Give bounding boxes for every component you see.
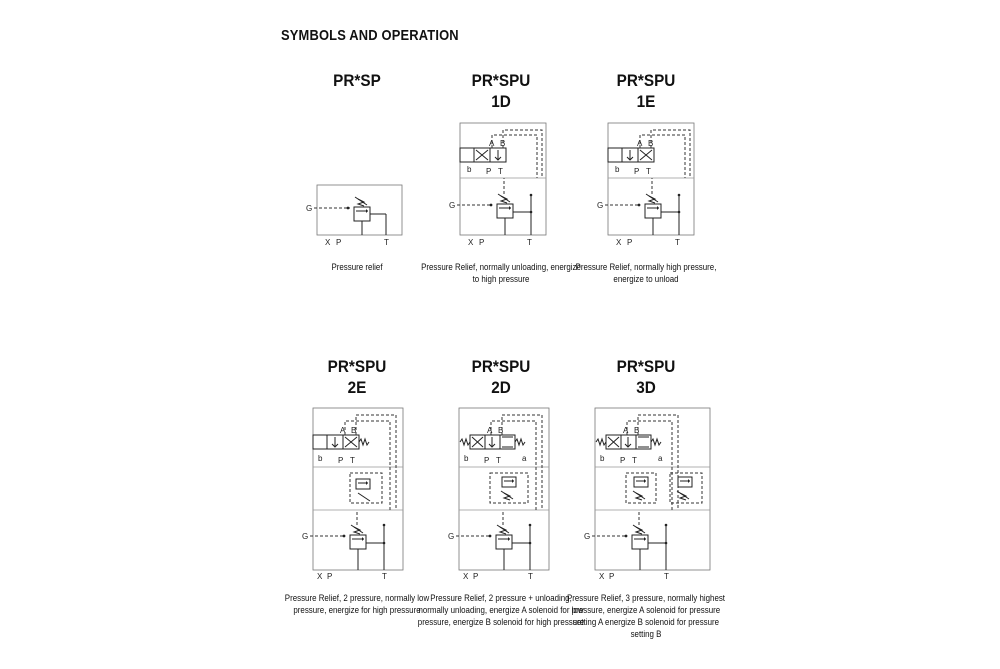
model-code-line2: 1E — [636, 92, 656, 111]
port-t-label: T — [384, 238, 389, 247]
port-t-top-label: T — [496, 456, 501, 465]
port-b-label: B — [351, 426, 356, 435]
schematic-pr-spu-1e: A B b P T G X P T — [597, 122, 695, 247]
model-code-line1: PR*SPU — [616, 357, 676, 376]
panel-pr-spu-2e: PR*SPU 2E — [262, 356, 452, 398]
caption-pr-sp: Pressure relief — [331, 262, 383, 272]
port-p-label: P — [609, 572, 614, 581]
port-p-label: P — [336, 238, 341, 247]
port-a-lower-label: a — [522, 454, 527, 463]
model-code: PR*SP — [272, 70, 443, 91]
port-b-lower-label: b — [615, 165, 620, 174]
port-p-top-label: P — [338, 456, 343, 465]
port-t-label: T — [527, 238, 532, 247]
port-g-label: G — [302, 532, 308, 541]
port-t-top-label: T — [350, 456, 355, 465]
model-code-line1: PR*SP — [333, 71, 381, 90]
panel-pr-spu-3d: PR*SPU 3D — [551, 356, 741, 398]
panel-pr-spu-2d: PR*SPU 2D — [406, 356, 596, 398]
model-code: PR*SPU 3D — [561, 356, 732, 398]
port-b-lower-label: b — [464, 454, 469, 463]
port-b-lower-label: b — [600, 454, 605, 463]
port-t-top-label: T — [632, 456, 637, 465]
port-b-label: B — [500, 139, 505, 148]
port-x-label: X — [463, 572, 469, 581]
model-code: PR*SPU 1D — [416, 70, 587, 112]
port-p-top-label: P — [486, 167, 491, 176]
caption-pr-spu-2d: Pressure Relief, 2 pressure + unloading,… — [417, 593, 585, 627]
port-b-label: B — [648, 139, 653, 148]
port-x-label: X — [325, 238, 331, 247]
port-t-label: T — [664, 572, 669, 581]
model-code: PR*SPU 1E — [561, 70, 732, 112]
port-a-label: A — [637, 139, 643, 148]
port-b-label: B — [634, 426, 639, 435]
port-p-label: P — [627, 238, 632, 247]
port-a-label: A — [489, 139, 495, 148]
panel-pr-spu-1d: PR*SPU 1D — [406, 70, 596, 112]
port-a-label: A — [623, 426, 629, 435]
port-t-top-label: T — [498, 167, 503, 176]
port-g-label: G — [449, 201, 455, 210]
port-x-label: X — [616, 238, 622, 247]
port-g-label: G — [306, 204, 312, 213]
model-code-line1: PR*SPU — [616, 71, 676, 90]
model-code-line1: PR*SPU — [471, 357, 531, 376]
port-p-label: P — [479, 238, 484, 247]
port-p-top-label: P — [620, 456, 625, 465]
port-a-label: A — [340, 426, 346, 435]
port-p-label: P — [473, 572, 478, 581]
page-title: SYMBOLS AND OPERATION — [281, 27, 459, 44]
model-code: PR*SPU 2D — [416, 356, 587, 398]
model-code-line1: PR*SPU — [471, 71, 531, 90]
schematic-pr-spu-3d: A B b P T a G X P T — [584, 407, 711, 581]
model-code: PR*SPU 2E — [272, 356, 443, 398]
schematic-pr-spu-2e: A B b P T G X P T — [302, 407, 404, 581]
port-b-lower-label: b — [467, 165, 472, 174]
port-p-top-label: P — [634, 167, 639, 176]
port-p-top-label: P — [484, 456, 489, 465]
schematic-pr-sp: G X P T — [306, 184, 403, 247]
panel-pr-spu-1e: PR*SPU 1E — [551, 70, 741, 112]
port-a-label: A — [487, 426, 493, 435]
caption-pr-spu-3d: Pressure Relief, 3 pressure, normally hi… — [566, 593, 726, 639]
caption-pr-spu-1e: Pressure Relief, normally high pressure,… — [575, 262, 717, 284]
port-g-label: G — [448, 532, 454, 541]
model-code-line2: 1D — [491, 92, 511, 111]
port-t-label: T — [675, 238, 680, 247]
port-x-label: X — [317, 572, 323, 581]
model-code-line2: 2D — [491, 378, 511, 397]
model-code-line2: 2E — [347, 378, 367, 397]
port-g-label: G — [597, 201, 603, 210]
port-x-label: X — [468, 238, 474, 247]
schematic-pr-spu-2d: A B b P T a G X P T — [448, 407, 550, 581]
model-code-line2: 3D — [636, 378, 656, 397]
port-t-label: T — [528, 572, 533, 581]
caption-pr-spu-1d: Pressure Relief, normally unloading, ene… — [421, 262, 581, 284]
port-t-label: T — [382, 572, 387, 581]
panel-pr-sp: PR*SP — [262, 70, 452, 91]
caption-pr-spu-2e: Pressure Relief, 2 pressure, normally lo… — [284, 593, 430, 615]
port-b-label: B — [498, 426, 503, 435]
port-a-lower-label: a — [658, 454, 663, 463]
port-x-label: X — [599, 572, 605, 581]
port-t-top-label: T — [646, 167, 651, 176]
model-code-line1: PR*SPU — [327, 357, 387, 376]
schematic-pr-spu-1d: A B b P T G X P T — [449, 122, 547, 247]
port-g-label: G — [584, 532, 590, 541]
port-b-lower-label: b — [318, 454, 323, 463]
port-p-label: P — [327, 572, 332, 581]
